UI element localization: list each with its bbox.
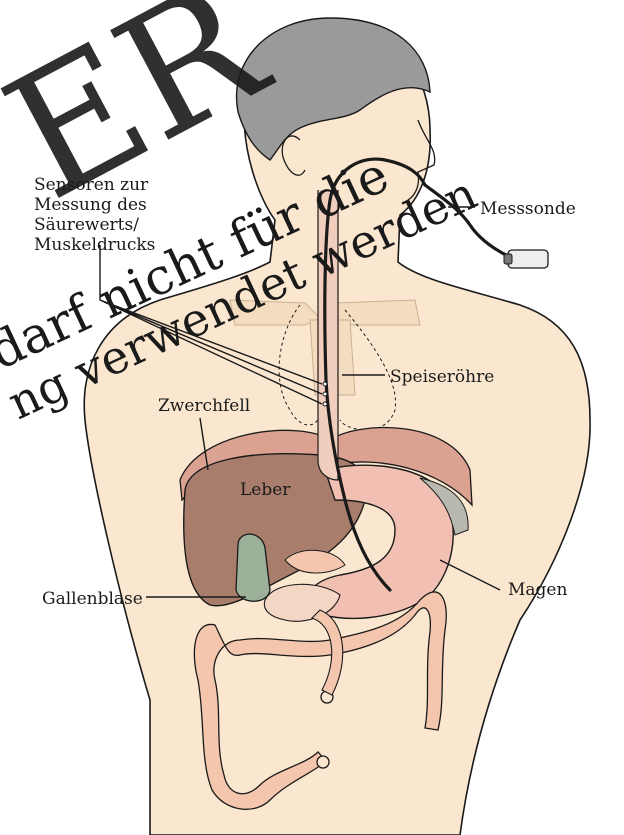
label-leber: Leber (240, 480, 291, 500)
probe-connector-icon (504, 250, 548, 268)
sensor-dots (323, 382, 327, 406)
ileum-opening (317, 756, 329, 768)
label-sensoren-2: Messung des (34, 195, 147, 215)
label-sensoren-1: Sensoren zur (34, 175, 149, 195)
label-gallenblase: Gallenblase (42, 589, 143, 609)
label-zwerchfell: Zwerchfell (158, 396, 250, 416)
label-speiseroehre: Speiseröhre (390, 367, 494, 387)
label-sensoren-4: Muskeldrucks (34, 235, 155, 255)
label-sensoren-3: Säurewerts/ (34, 215, 139, 235)
label-messsonde: Messsonde (480, 199, 576, 219)
label-magen: Magen (508, 580, 567, 600)
